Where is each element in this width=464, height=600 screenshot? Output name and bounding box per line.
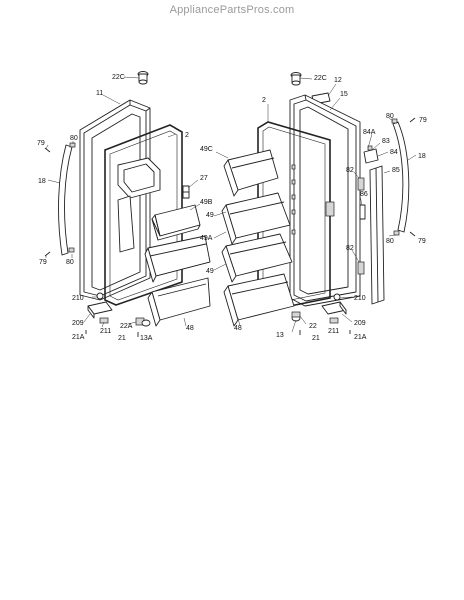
callout-2-right: 2 bbox=[262, 97, 266, 104]
left-leader-lines bbox=[45, 76, 201, 328]
callout-80-right-bottom: 80 bbox=[386, 238, 394, 245]
callout-11: 11 bbox=[96, 90, 103, 97]
part-22c-right-hinge-cap bbox=[290, 72, 302, 86]
part-82-clips bbox=[357, 177, 365, 275]
door-shelf-clips bbox=[291, 164, 296, 235]
callout-84a: 84A bbox=[363, 129, 376, 136]
callout-209-left: 209 bbox=[72, 320, 84, 327]
callout-79-right-top: 79 bbox=[419, 117, 427, 124]
part-freezer-large-door-bin bbox=[144, 235, 211, 283]
callout-80-right-top: 80 bbox=[386, 113, 394, 120]
callout-18-left: 18 bbox=[38, 178, 46, 185]
dispenser-cavity bbox=[117, 157, 161, 253]
callout-84: 84 bbox=[390, 149, 398, 156]
callout-79-right-bottom: 79 bbox=[418, 238, 426, 245]
callout-48-right: 48 bbox=[234, 325, 242, 332]
callout-15: 15 bbox=[340, 91, 348, 98]
part-85-handle-trim bbox=[369, 165, 385, 305]
part-18-freezer-handle bbox=[58, 144, 73, 256]
callout-86: 86 bbox=[360, 191, 368, 198]
part-49b-small-door-bin bbox=[151, 204, 201, 241]
freezer-door-assembly: 22C 11 2 79 80 18 79 80 210 209 21A 211 … bbox=[37, 71, 213, 342]
part-79-screws-right bbox=[409, 117, 416, 237]
callout-82-right-top: 82 bbox=[346, 167, 354, 174]
callout-49-upper: 49 bbox=[206, 212, 214, 219]
callout-211-left: 211 bbox=[100, 328, 111, 335]
part-49-door-bin bbox=[221, 233, 293, 283]
right-leader-lines bbox=[213, 77, 417, 333]
callout-18-right: 18 bbox=[418, 153, 426, 160]
callout-49c: 49C bbox=[200, 146, 213, 153]
callout-49a: 49A bbox=[200, 235, 213, 242]
part-84-handle-bracket bbox=[363, 145, 379, 164]
callout-21a-right: 21A bbox=[354, 334, 367, 341]
part-11-freezer-door-shell bbox=[79, 99, 151, 301]
part-48-fresh-food-bottom-bin bbox=[223, 273, 295, 327]
fresh-food-door-assembly: 22C 12 15 2 49C 49A 49 49 48 13 22 21 84… bbox=[200, 72, 427, 342]
part-209-bottom-hinge-left bbox=[85, 292, 113, 334]
callout-80-left-top: 80 bbox=[70, 135, 78, 142]
callout-82-right-bottom: 82 bbox=[346, 245, 354, 252]
callout-21-right: 21 bbox=[312, 335, 320, 342]
control-plate bbox=[325, 201, 335, 217]
callout-210-left: 210 bbox=[72, 295, 84, 302]
callout-48-left: 48 bbox=[186, 325, 194, 332]
part-2-freezer-gasket bbox=[104, 124, 183, 306]
part-48-freezer-bottom-bin bbox=[147, 277, 211, 327]
part-49c-top-door-bin bbox=[223, 149, 279, 197]
part-22c-left-hinge-cap bbox=[137, 71, 149, 85]
callout-12: 12 bbox=[334, 77, 342, 84]
site-title: AppliancePartsPros.com bbox=[169, 4, 295, 16]
callout-22c-left: 22C bbox=[112, 74, 125, 81]
callout-13: 13 bbox=[276, 332, 284, 339]
callout-49b: 49B bbox=[200, 199, 213, 206]
callout-27: 27 bbox=[200, 175, 208, 182]
part-18-fresh-food-handle bbox=[392, 121, 410, 233]
callout-210-right: 210 bbox=[354, 295, 366, 302]
callout-79-left-top: 79 bbox=[37, 140, 45, 147]
callout-2-left: 2 bbox=[185, 132, 189, 139]
callout-22c-right: 22C bbox=[314, 75, 327, 82]
part-13-22-small-hinge-parts bbox=[291, 311, 301, 335]
callout-13a: 13A bbox=[140, 335, 153, 342]
part-86-trim-insert bbox=[359, 204, 366, 220]
callout-22-right: 22 bbox=[309, 323, 317, 330]
callout-21a-left: 21A bbox=[72, 334, 85, 341]
part-80-handle-mounts-right bbox=[391, 118, 400, 236]
part-209-bottom-hinge-right bbox=[321, 293, 351, 334]
callout-80-left-bottom: 80 bbox=[66, 259, 74, 266]
part-49a-door-bin bbox=[221, 192, 291, 245]
callout-21-left: 21 bbox=[118, 335, 126, 342]
part-80-handle-mounts-left bbox=[68, 142, 76, 253]
callout-209-right: 209 bbox=[354, 320, 366, 327]
callout-79-left-bottom: 79 bbox=[39, 259, 47, 266]
callout-22a: 22A bbox=[120, 323, 133, 330]
part-27-bin-support bbox=[182, 185, 190, 199]
callout-85: 85 bbox=[392, 167, 400, 174]
part-22a-13a-small-hinge-parts bbox=[135, 317, 151, 337]
callout-83: 83 bbox=[382, 138, 390, 145]
callout-49-lower: 49 bbox=[206, 268, 214, 275]
callout-211-right: 211 bbox=[328, 328, 339, 335]
part-79-screws-left bbox=[44, 147, 51, 257]
